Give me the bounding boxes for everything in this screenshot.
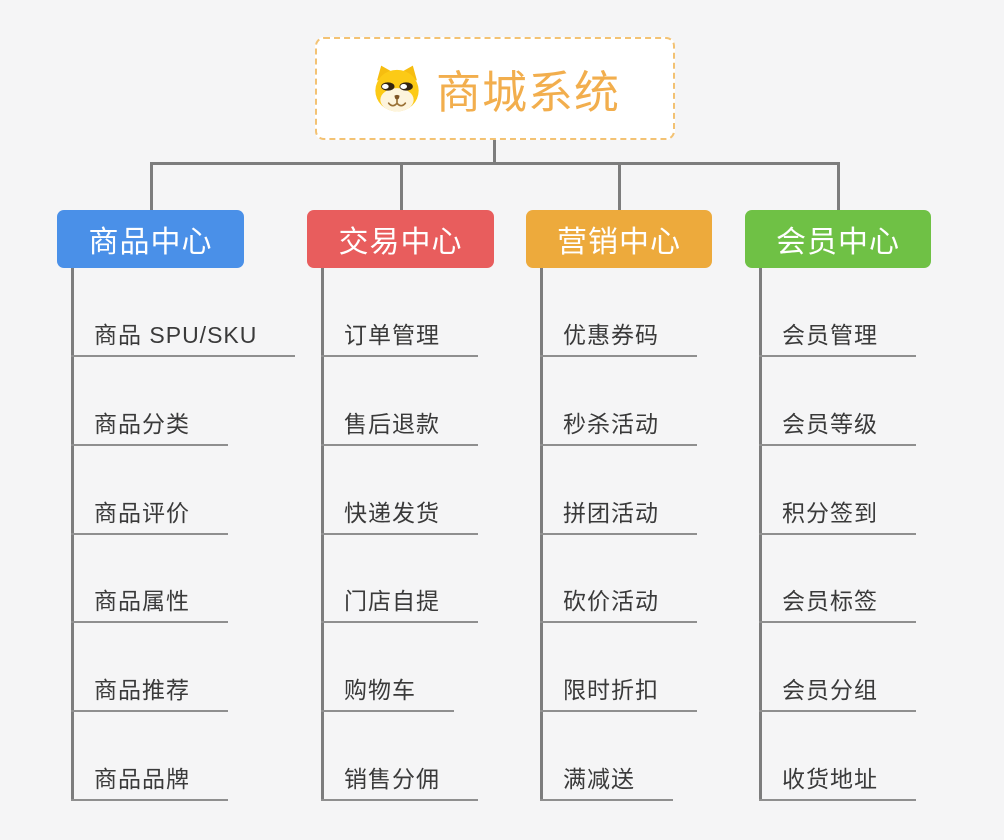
root-node[interactable]: 商城系统 [315, 37, 675, 140]
leaf-node[interactable]: 优惠券码 [540, 324, 697, 357]
leaf-node[interactable]: 商品推荐 [71, 679, 228, 712]
leaf-node[interactable]: 商品 SPU/SKU [71, 324, 296, 357]
leaf-node[interactable]: 限时折扣 [540, 679, 697, 712]
leaf-node[interactable]: 拼团活动 [540, 502, 697, 535]
connector-horizontal-rail [150, 162, 840, 165]
leaf-node[interactable]: 商品品牌 [71, 768, 228, 801]
leaf-node[interactable]: 积分签到 [759, 502, 916, 535]
leaf-node[interactable]: 砍价活动 [540, 590, 697, 623]
leaf-node[interactable]: 门店自提 [321, 590, 478, 623]
leaf-node[interactable]: 会员标签 [759, 590, 916, 623]
leaf-node[interactable]: 购物车 [321, 679, 454, 712]
leaf-node[interactable]: 收货地址 [759, 768, 916, 801]
leaf-node[interactable]: 秒杀活动 [540, 413, 697, 446]
branch-node-3[interactable]: 营销中心 [526, 210, 712, 268]
dog-face-icon [370, 64, 424, 114]
leaf-node[interactable]: 会员分组 [759, 679, 916, 712]
leaf-node[interactable]: 销售分佣 [321, 768, 478, 801]
branch-node-1[interactable]: 商品中心 [57, 210, 244, 268]
branch-node-4[interactable]: 会员中心 [745, 210, 931, 268]
connector-branch-drop-4 [837, 162, 840, 210]
connector-branch-drop-3 [618, 162, 621, 210]
leaf-node[interactable]: 订单管理 [321, 324, 478, 357]
connector-branch-drop-1 [150, 162, 153, 210]
leaf-node[interactable]: 商品评价 [71, 502, 228, 535]
root-title: 商城系统 [435, 67, 620, 118]
leaf-node[interactable]: 商品属性 [71, 590, 228, 623]
leaf-node[interactable]: 会员等级 [759, 413, 916, 446]
branch-node-2[interactable]: 交易中心 [307, 210, 494, 268]
connector-root-drop [493, 140, 496, 162]
leaf-node[interactable]: 会员管理 [759, 324, 916, 357]
leaf-node[interactable]: 满减送 [540, 768, 673, 801]
leaf-node[interactable]: 售后退款 [321, 413, 478, 446]
leaf-node[interactable]: 快递发货 [321, 502, 478, 535]
connector-branch-drop-2 [400, 162, 403, 210]
leaf-node[interactable]: 商品分类 [71, 413, 228, 446]
